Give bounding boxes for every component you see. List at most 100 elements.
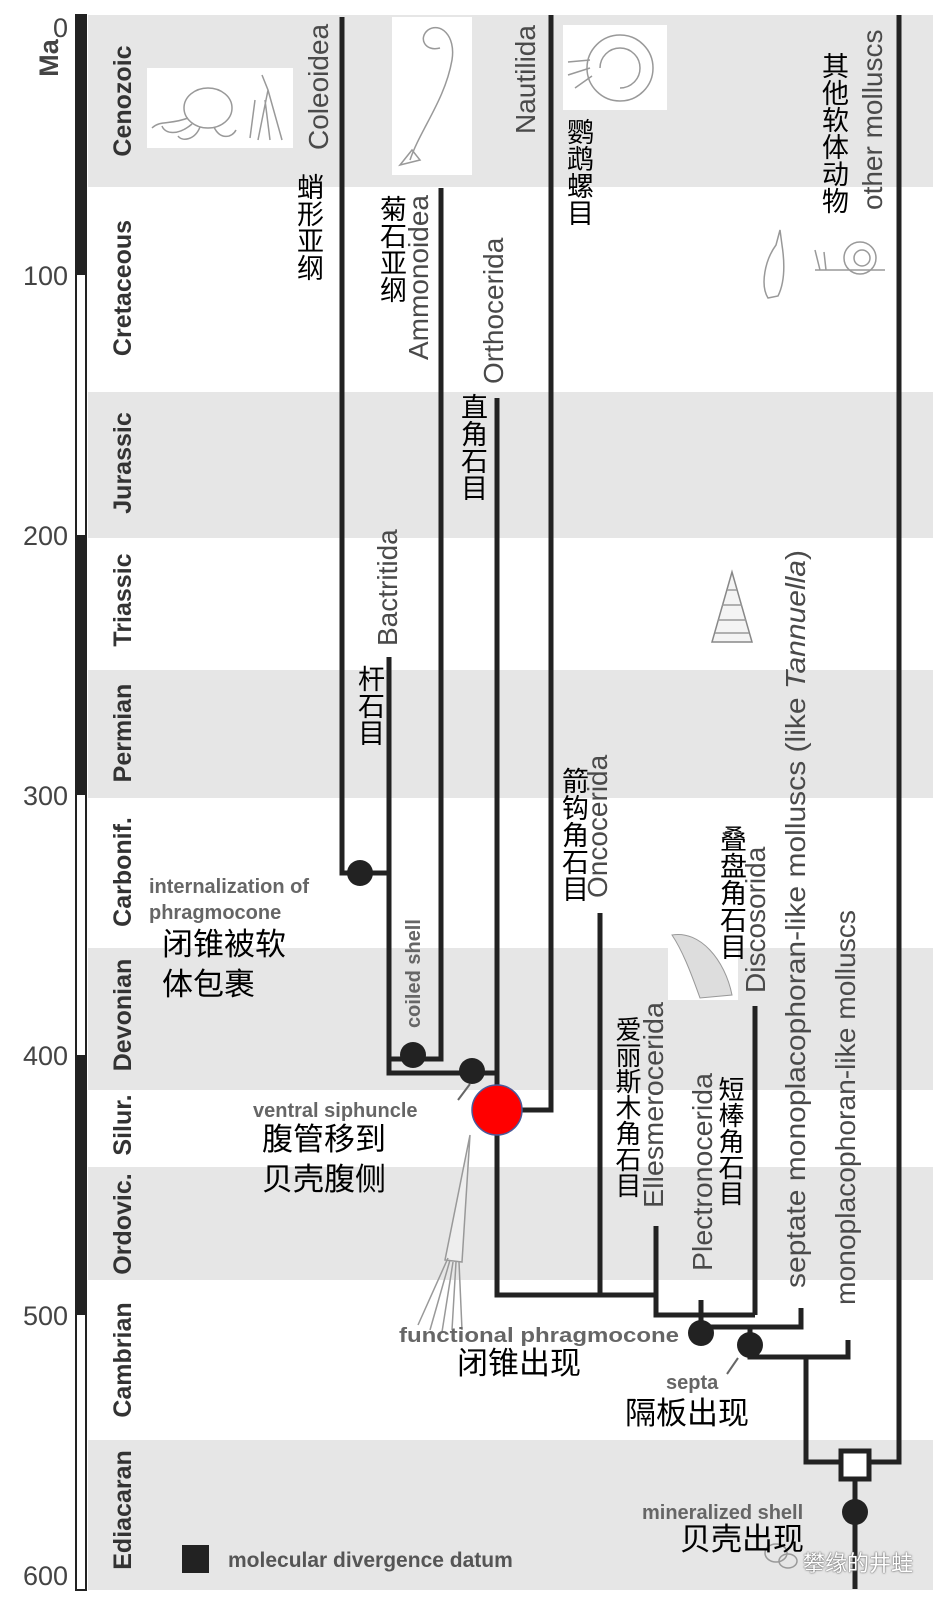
nautilus-illustration <box>563 25 667 110</box>
zh-internalization-1: 闭锥被软 <box>162 927 286 963</box>
label-functional-phragmocone: functional phragmocone <box>399 1325 679 1347</box>
period-jurassic: Jurassic <box>109 412 137 514</box>
label-ventral-siphuncle: ventral siphuncle <box>253 1100 418 1122</box>
period-devonian: Devonian <box>109 959 137 1072</box>
period-bands <box>88 15 933 1590</box>
label-other-molluscs: other molluscs <box>857 29 888 210</box>
legend-square-icon <box>182 1545 209 1573</box>
label-ellesmerocerida: Ellesmerocerida <box>638 1002 669 1208</box>
zh-nautilida: 鹦鹉螺目 <box>562 118 593 226</box>
zh-other-molluscs: 其他软体动物 <box>817 52 848 214</box>
tick-200: 200 <box>23 521 68 551</box>
label-internalization-1: internalization of <box>149 876 309 898</box>
zh-septa: 隔板出现 <box>625 1396 749 1432</box>
period-cretaceous: Cretaceous <box>109 220 137 356</box>
snail-illustrations <box>763 229 885 299</box>
band-ordovician <box>88 1167 933 1280</box>
band-jurassic <box>88 392 933 538</box>
zh-ventral-1: 腹管移到 <box>262 1122 386 1158</box>
label-bactritida: Bactritida <box>372 529 403 646</box>
period-cambrian: Cambrian <box>109 1302 137 1417</box>
zh-coleoidea: 蛸形亚纲 <box>292 173 323 281</box>
label-internalization-2: phragmocone <box>149 902 281 924</box>
tick-400: 400 <box>23 1041 68 1071</box>
zh-bactritida: 杆石目 <box>353 665 384 746</box>
node-mineralized-shell <box>842 1499 868 1525</box>
band-devonian <box>88 948 933 1090</box>
axis-unit: Ma <box>34 38 64 76</box>
axis-segment-400-500 <box>76 1055 86 1315</box>
tick-600: 600 <box>23 1561 68 1591</box>
label-septate-monoplacophoran: septate monoplacophoran-like molluscs (l… <box>780 550 811 1288</box>
tick-500: 500 <box>23 1301 68 1331</box>
tannuella-italic: Tannuella <box>780 560 811 689</box>
zh-discosorida: 叠盘角石目 <box>715 825 746 960</box>
node-ventral-siphuncle <box>459 1058 485 1084</box>
period-labels: Cenozoic Cretaceous Jurassic Triassic Pe… <box>109 45 137 1569</box>
period-ediacaran: Ediacaran <box>109 1450 137 1570</box>
time-axis: Ma 0 100 200 300 400 500 600 <box>23 13 87 1591</box>
node-internalization <box>347 860 373 886</box>
zh-orthocerida: 直角石目 <box>456 393 487 501</box>
node-septa <box>737 1332 763 1358</box>
highlight-red-node <box>471 1084 523 1136</box>
nodes <box>347 860 872 1525</box>
taxon-labels: Coleoidea Ammonoidea Orthocerida Nautili… <box>303 23 888 1305</box>
label-discosorida: Discosorida <box>740 846 771 993</box>
period-silurian: Silur. <box>109 1094 137 1155</box>
axis-segment-0-100 <box>76 15 86 275</box>
label-plectronocerida: Plectronocerida <box>687 1073 718 1271</box>
period-cenozoic: Cenozoic <box>109 45 137 156</box>
orthocone-illustration <box>417 1134 471 1333</box>
branch-septate <box>701 1308 804 1330</box>
band-ediacaran <box>88 1440 933 1590</box>
zh-functional-phragmocone: 闭锥出现 <box>457 1346 581 1382</box>
axis-segment-200-300 <box>76 535 86 795</box>
label-oncocerida: Oncocerida <box>582 754 613 898</box>
period-ordovician: Ordovic. <box>109 1173 137 1274</box>
zh-ventral-2: 贝壳腹侧 <box>262 1162 386 1198</box>
tick-0: 0 <box>53 13 68 43</box>
branch-orthocerida <box>494 398 656 1298</box>
zh-plectronocerida: 短棒角石目 <box>714 1076 744 1206</box>
label-septa: septa <box>666 1372 719 1394</box>
watermark-text: 攀缘的井蛙 <box>803 1552 914 1577</box>
ammonite-illustration <box>392 17 472 175</box>
label-monoplacophoran: monoplacophoran-like molluscs <box>830 910 861 1305</box>
label-coleoidea: Coleoidea <box>303 23 334 150</box>
node-coiled-shell <box>400 1042 426 1068</box>
event-labels: internalization of phragmocone ventral s… <box>149 876 803 1524</box>
period-triassic: Triassic <box>109 553 137 646</box>
band-permian <box>88 670 933 798</box>
label-nautilida: Nautilida <box>510 25 541 134</box>
septate-text: septate monoplacophoran-like molluscs (l… <box>780 689 811 1288</box>
legend-label: molecular divergence datum <box>228 1549 513 1572</box>
plectronocerid-illustration <box>668 928 738 1000</box>
tick-300: 300 <box>23 781 68 811</box>
septate-suffix: ) <box>780 550 811 560</box>
node-molecular-divergence-square <box>838 1448 872 1482</box>
period-permian: Permian <box>109 684 137 783</box>
branch-septa-node <box>747 1327 851 1360</box>
legend: molecular divergence datum <box>182 1545 513 1573</box>
node-functional-phragmocone <box>688 1320 714 1346</box>
label-mineralized-shell: mineralized shell <box>642 1502 803 1524</box>
period-carboniferous: Carbonif. <box>109 817 137 927</box>
branch-ellesmerocerida <box>653 1226 755 1318</box>
wechat-icon <box>764 1543 798 1569</box>
zh-mineralized-shell: 贝壳出现 <box>680 1522 804 1558</box>
zh-ellesmerocerida: 爱丽斯木角石目 <box>611 1016 641 1198</box>
zh-internalization-2: 体包裹 <box>162 967 255 1003</box>
label-coiled-shell: coiled shell <box>403 919 425 1028</box>
label-orthocerida: Orthocerida <box>478 237 509 384</box>
tick-100: 100 <box>23 261 68 291</box>
septa-pointer <box>726 1357 739 1375</box>
zh-ammonoidea: 菊石亚纲 <box>375 195 406 303</box>
label-ammonoidea: Ammonoidea <box>403 195 434 360</box>
tannuella-illustration <box>711 569 753 643</box>
octopus-illustration <box>147 68 293 148</box>
branch-coleoidea <box>339 17 389 876</box>
ventral-pointer <box>457 1083 471 1101</box>
